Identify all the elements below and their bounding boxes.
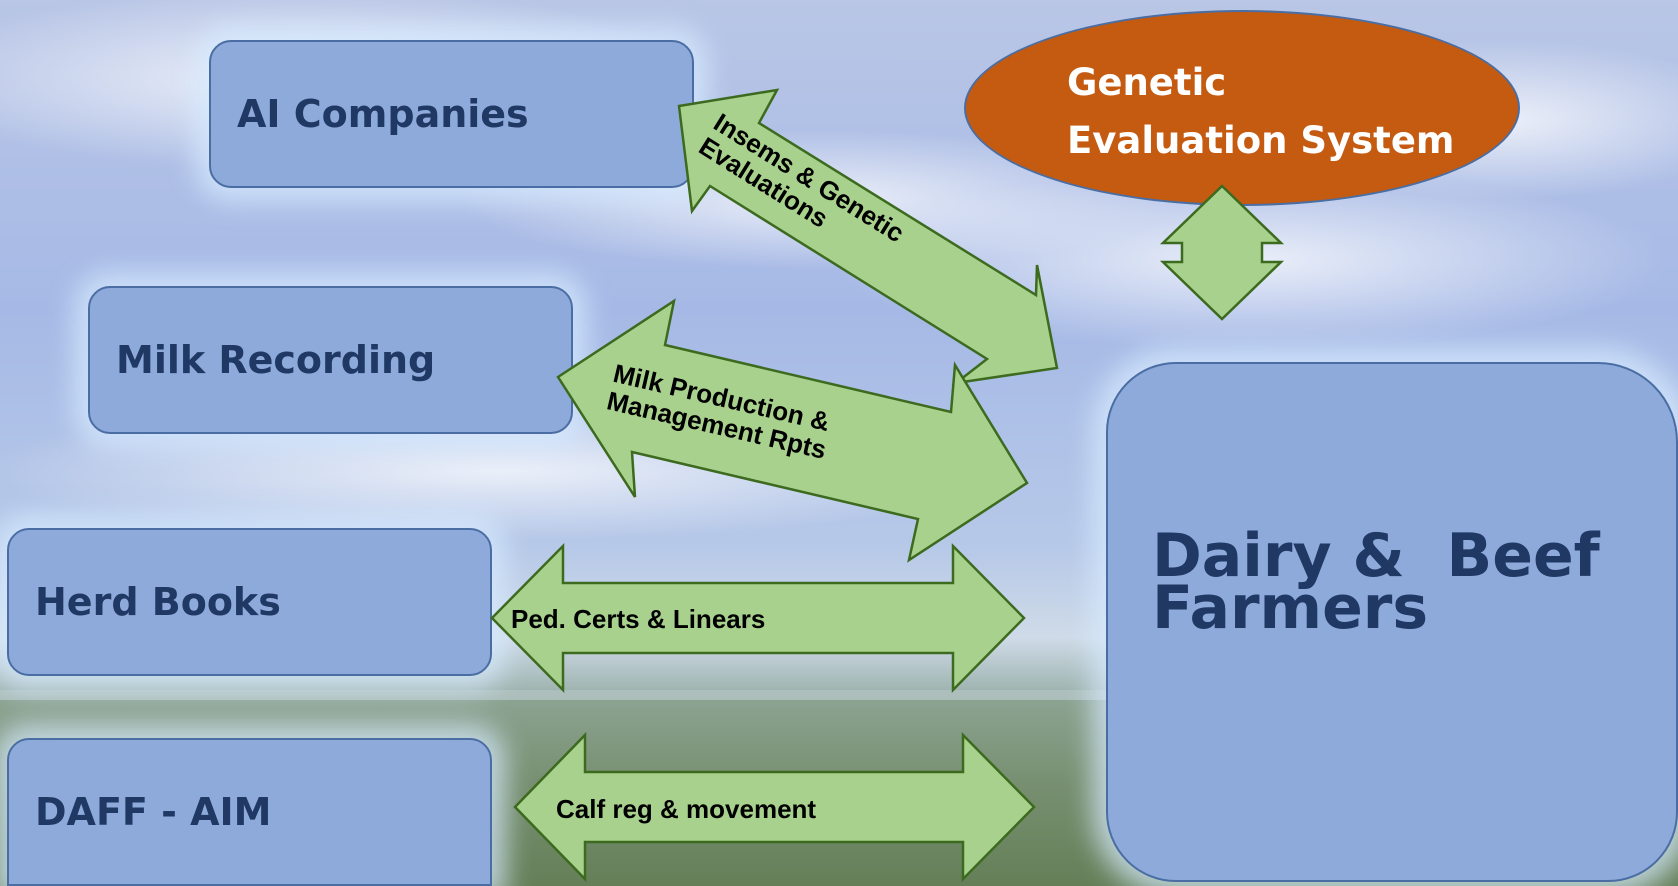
calf-reg-arrow bbox=[513, 731, 1036, 883]
genetic-label-line2: Evaluation System bbox=[1067, 119, 1455, 162]
milk-production-arrow bbox=[556, 298, 1029, 563]
ped-certs-arrow bbox=[490, 542, 1026, 694]
milk-recording-box: Milk Recording bbox=[88, 286, 573, 434]
genetic-farmers-arrow bbox=[1159, 184, 1285, 321]
farmers-label-line2: Farmers bbox=[1152, 573, 1429, 643]
farmers-label: Dairy & Beef Farmers bbox=[1152, 521, 1600, 654]
calf-reg-arrow-label: Calf reg & movement bbox=[556, 794, 817, 824]
dairy-beef-farmers-box: Dairy & Beef Farmers bbox=[1106, 362, 1678, 882]
ai-companies-label: AI Companies bbox=[237, 92, 529, 136]
daff-aim-label: DAFF - AIM bbox=[35, 790, 272, 834]
herd-books-box: Herd Books bbox=[7, 528, 492, 676]
daff-aim-box: DAFF - AIM bbox=[7, 738, 492, 886]
ai-companies-box: AI Companies bbox=[209, 40, 694, 188]
insems-arrow bbox=[677, 88, 1059, 385]
genetic-label-line1: Genetic bbox=[1067, 61, 1227, 104]
milk-recording-label: Milk Recording bbox=[116, 338, 436, 382]
ped-certs-arrow-label: Ped. Certs & Linears bbox=[511, 604, 766, 634]
farmers-label-line1: Dairy & Beef bbox=[1152, 521, 1600, 591]
herd-books-label: Herd Books bbox=[35, 580, 281, 624]
